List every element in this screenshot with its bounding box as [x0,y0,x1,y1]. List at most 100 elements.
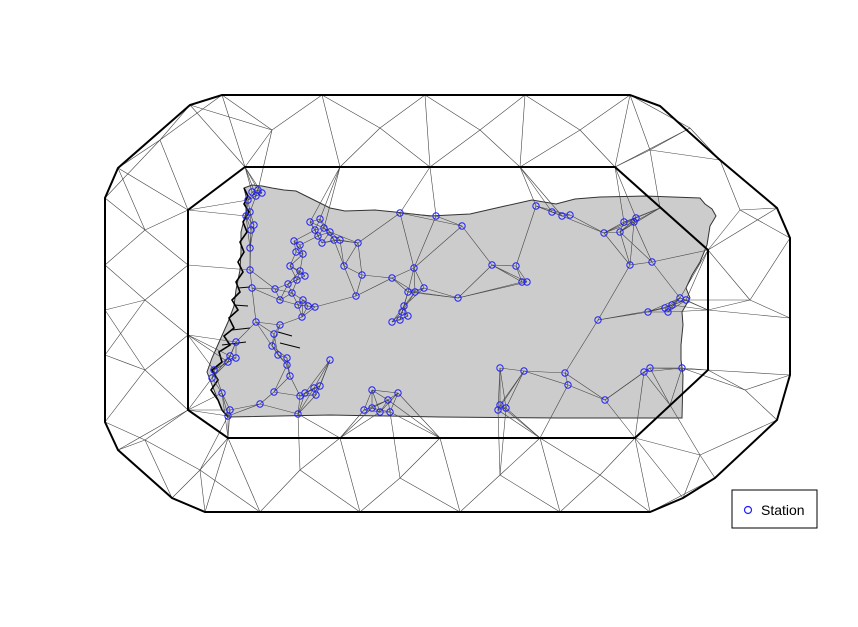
station-marker [336,236,344,244]
mesh-edge [317,227,325,237]
mesh-edge [257,189,263,194]
mesh-edge [221,94,246,168]
station-marker [306,218,314,226]
mesh-edge [551,211,563,217]
station-marker [218,389,226,397]
mesh-edge [634,437,684,499]
mesh-edge [187,377,213,411]
mesh-edge [685,249,709,301]
station-marker [682,296,690,304]
mesh-edge [604,399,636,439]
mesh-edge [144,409,189,441]
mesh-edge [435,215,463,227]
station-marker [286,262,294,270]
mesh-edge [187,409,229,417]
mesh-edge [245,215,252,231]
mesh-edge [159,94,223,141]
mesh-edge [649,149,661,209]
mesh-edge [329,231,341,241]
mesh-edge [424,94,431,168]
mesh-edge [187,392,223,411]
mesh-edge [189,104,246,168]
mesh-edge [371,389,381,413]
mesh-edge [649,149,721,161]
legend-label: Station [761,502,805,518]
station-marker [248,284,256,292]
station-marker [299,296,307,304]
mesh-edge [744,389,778,421]
mesh-edge [399,212,463,227]
station-marker [268,342,276,350]
mesh-edge [297,304,303,318]
mesh-edge [273,324,281,335]
station-marker [404,288,412,296]
station-marker [496,401,504,409]
mesh-edge [399,437,441,479]
mesh-edge [397,392,441,439]
mesh-edge [221,94,273,131]
station-marker [246,208,254,216]
mesh-edge [247,195,257,201]
mesh-edge [299,244,304,255]
mesh-edge [669,404,701,456]
mesh-edge [707,207,778,251]
mesh-edge [499,367,507,409]
mesh-edge [633,221,653,263]
mesh-edge [251,287,276,290]
mesh-edge [629,261,653,266]
mesh-edge [301,306,316,318]
mesh-edge [117,139,161,169]
station-marker [208,374,216,382]
mesh-edge [144,369,189,411]
mesh-edge [499,407,507,476]
mesh-edge [229,403,261,411]
mesh-edge [479,94,526,131]
mesh-edge [413,215,437,269]
station-marker [404,312,412,320]
station-marker [376,408,384,416]
station-marker [502,404,510,412]
mesh-edge [235,321,257,343]
mesh-edge [302,299,309,307]
station-marker [258,189,266,197]
mesh-edge [187,334,229,363]
mesh-edge [104,197,146,231]
mesh-edge [399,315,409,321]
station-marker [256,400,264,408]
mesh-edge [299,385,321,397]
mesh-edge [499,474,561,513]
mesh-edge [599,437,636,476]
mesh-edge [389,411,441,439]
station-marker [388,318,396,326]
station-marker [298,313,306,321]
station-marker [644,308,652,316]
mesh-edge [333,239,359,244]
mesh-edge [564,319,599,374]
mesh-edge [293,229,316,242]
station-markers [208,186,690,420]
mesh-edge [304,359,331,394]
mesh-edge [634,371,645,439]
station-marker [616,228,624,236]
station-marker [224,412,232,420]
mesh-edge [291,292,304,301]
station-marker [354,239,362,247]
station-marker [601,396,609,404]
mesh-edge [199,469,206,513]
mesh-edge [287,283,293,294]
station-marker [420,284,428,292]
mesh-edge [104,264,146,301]
mesh-edge [664,307,669,313]
station-marker [224,358,232,366]
mesh-edge [343,265,357,297]
station-marker [566,211,574,219]
mesh-edge [559,474,601,513]
station-marker [523,278,531,286]
mesh-edge [413,225,463,269]
mesh-edge [567,384,606,401]
mesh-edge [117,167,146,231]
mesh-edge [634,437,701,456]
mesh-edge [293,240,297,253]
mesh-edge [457,264,493,299]
mesh-edge [227,437,261,513]
